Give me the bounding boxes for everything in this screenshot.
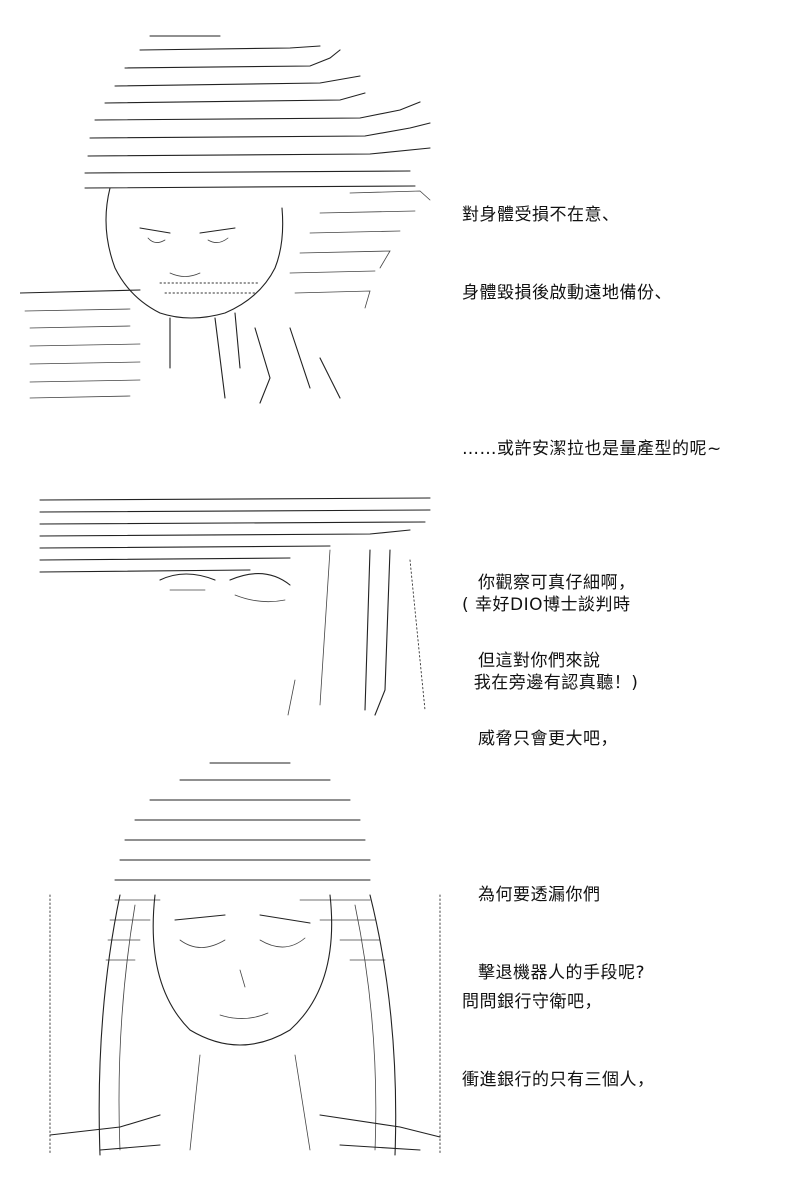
dialog-line: 但這對你們來說 bbox=[478, 651, 601, 671]
dialog-line: ……或許安潔拉也是量產型的呢~ bbox=[462, 439, 722, 459]
dialog-line: 我在旁邊有認真聽！) bbox=[462, 673, 639, 693]
panel-1: 對身體受損不在意、 身體毀損後啟動遠地備份、 ……或許安潔拉也是量產型的呢~ (… bbox=[0, 0, 800, 693]
panel-3-dialog: 問問銀行守衛吧， 衝進銀行的只有三個人， bbox=[462, 937, 655, 1145]
dialog-line: ( 幸好DIO博士談判時 bbox=[462, 595, 631, 615]
dialog-line: 為何要透漏你們 bbox=[478, 885, 601, 905]
dialog-line: 你觀察可真仔細啊， bbox=[478, 573, 636, 593]
panel-2-ascii-art-closeup bbox=[39, 497, 431, 716]
dialog-line: 問問銀行守衛吧， bbox=[462, 992, 602, 1012]
panel-1-dialog: 對身體受損不在意、 身體毀損後啟動遠地備份、 ……或許安潔拉也是量產型的呢~ (… bbox=[462, 150, 722, 748]
panel-3: 問問銀行守衛吧， 衝進銀行的只有三個人， bbox=[0, 740, 800, 1180]
dialog-line: 擊退機器人的手段呢? bbox=[478, 963, 646, 983]
dialog-line: 威脅只會更大吧， bbox=[478, 729, 618, 749]
dialog-line: 身體毀損後啟動遠地備份、 bbox=[462, 283, 672, 303]
dialog-line: 衝進銀行的只有三個人， bbox=[462, 1070, 655, 1090]
panel-2-dialog: 你觀察可真仔細啊， 但這對你們來說 威脅只會更大吧， 為何要透漏你們 擊退機器人… bbox=[478, 518, 645, 1038]
panel-3-ascii-art-long-hair-character bbox=[49, 762, 441, 1156]
panel-1-ascii-art-character bbox=[20, 35, 431, 404]
panel-2: 你觀察可真仔細啊， 但這對你們來說 威脅只會更大吧， 為何要透漏你們 擊退機器人… bbox=[0, 470, 800, 983]
dialog-line: 對身體受損不在意、 bbox=[462, 205, 620, 225]
